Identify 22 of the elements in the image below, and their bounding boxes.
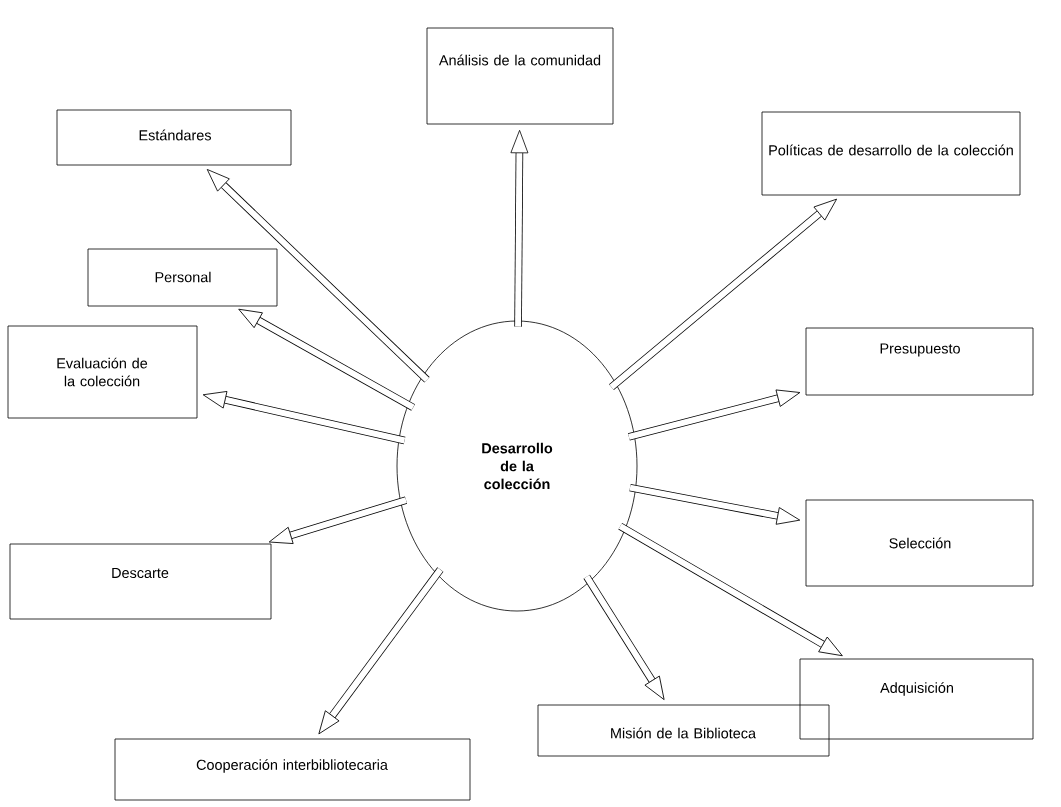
topic-box: Descarte [9, 543, 272, 620]
topic-box: Presupuesto [805, 327, 1034, 396]
topic-box: Evaluación de la colección [7, 325, 198, 419]
hollow-arrow [629, 483, 801, 525]
hollow-arrow [510, 129, 529, 327]
topic-box: Políticas de desarrollo de la colección [761, 111, 1021, 196]
hollow-arrow [583, 574, 665, 700]
topic-box: Adquisición [799, 658, 1034, 740]
hollow-arrow [268, 496, 408, 544]
topic-box: Análisis de la comunidad [426, 27, 614, 125]
hollow-arrow [202, 391, 406, 445]
hollow-arrow [627, 389, 801, 441]
hollow-arrow [238, 308, 415, 411]
hollow-arrow [318, 567, 444, 735]
topic-box: Misión de la Biblioteca [537, 704, 830, 757]
topic-box: Estándares [56, 109, 292, 166]
hollow-arrow [609, 198, 837, 391]
hollow-arrow [206, 169, 430, 383]
hollow-arrow [618, 522, 843, 657]
topic-box: Selección [805, 499, 1034, 587]
topic-box: Personal [87, 248, 278, 307]
topic-box: Cooperación interbibliotecaria [114, 738, 471, 801]
